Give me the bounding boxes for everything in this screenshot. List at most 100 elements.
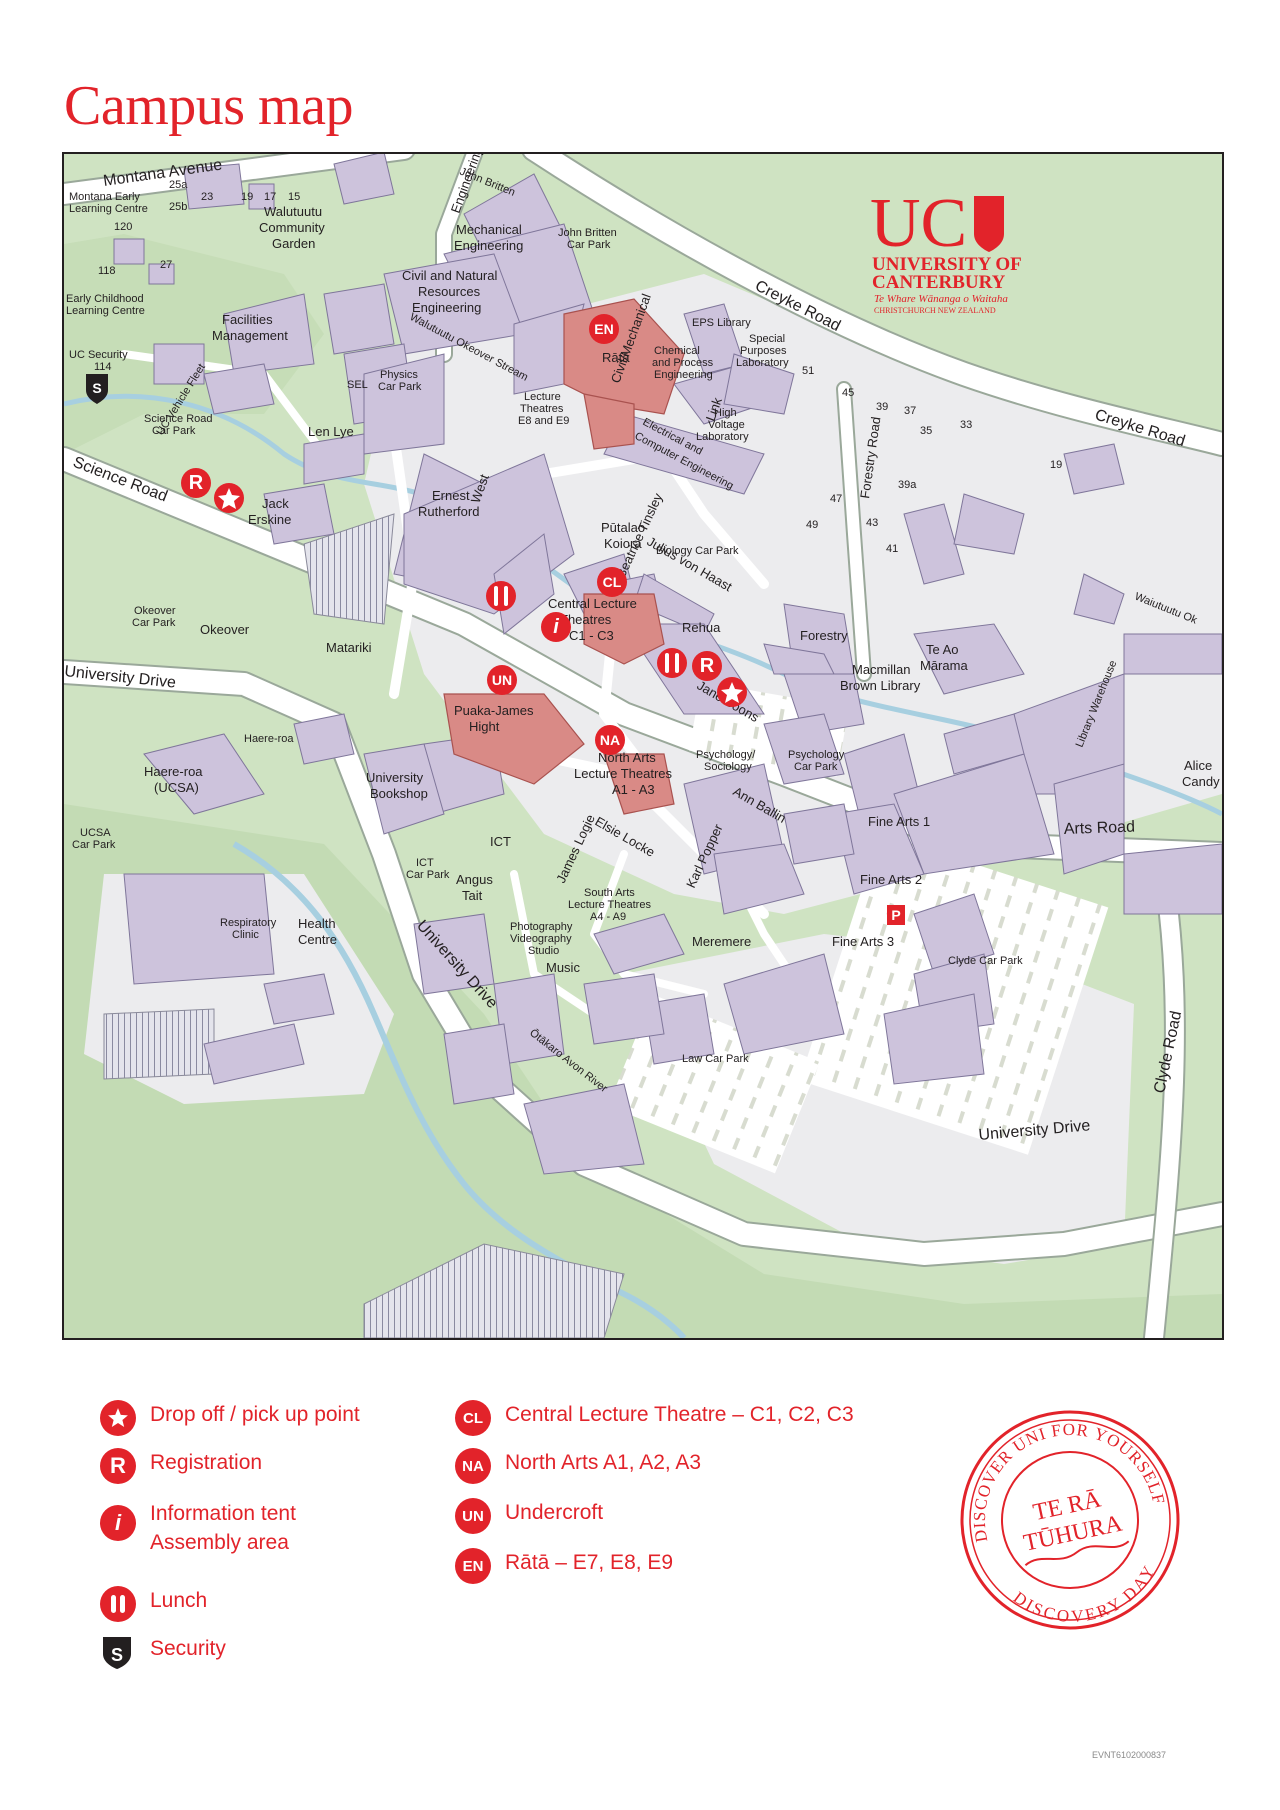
svg-text:NA: NA — [600, 732, 620, 748]
page-title: Campus map — [64, 75, 353, 137]
svg-text:Respiratory: Respiratory — [220, 917, 277, 929]
svg-text:Lecture Theatres: Lecture Theatres — [574, 766, 673, 781]
svg-text:Learning Centre: Learning Centre — [66, 305, 145, 317]
marker-cl[interactable]: CL — [597, 567, 627, 597]
registration-marker[interactable]: R — [692, 651, 722, 681]
svg-text:DISCOVERY DAY: DISCOVERY DAY — [1007, 1559, 1167, 1635]
svg-text:Erskine: Erskine — [248, 512, 291, 527]
svg-text:Lecture Theatres: Lecture Theatres — [568, 899, 651, 911]
marker-un[interactable]: UN — [487, 665, 517, 695]
legend-item: Drop off / pick up point — [100, 1400, 360, 1436]
legend-item: S Security — [100, 1634, 226, 1670]
marker-en[interactable]: EN — [589, 314, 619, 344]
campus-map[interactable]: Montana Avenue Creyke Road Creyke Road S… — [62, 152, 1224, 1340]
svg-text:35: 35 — [920, 425, 932, 437]
svg-text:Resources: Resources — [418, 284, 481, 299]
svg-text:15: 15 — [288, 191, 300, 203]
info-icon[interactable]: i — [541, 612, 571, 642]
security-shield-icon: S — [100, 1634, 136, 1670]
svg-text:Chemical: Chemical — [654, 345, 700, 357]
registration-marker[interactable]: R — [181, 468, 211, 498]
map-legend: Drop off / pick up point R Registration … — [100, 1400, 1000, 1720]
svg-text:Car Park: Car Park — [567, 239, 611, 251]
legend-item: R Registration — [100, 1448, 262, 1484]
star-icon — [100, 1400, 136, 1436]
svg-text:Music: Music — [546, 960, 580, 975]
svg-text:Car Park: Car Park — [406, 869, 450, 881]
legend-label: Registration — [150, 1451, 263, 1474]
svg-text:Centre: Centre — [298, 932, 337, 947]
svg-text:(UCSA): (UCSA) — [154, 780, 199, 795]
svg-text:R: R — [700, 655, 715, 677]
svg-text:Car Park: Car Park — [152, 425, 196, 437]
svg-text:Law Car Park: Law Car Park — [682, 1053, 749, 1065]
svg-text:Tait: Tait — [462, 888, 483, 903]
svg-text:Health: Health — [298, 916, 336, 931]
svg-text:23: 23 — [201, 191, 213, 203]
security-shield-icon[interactable]: S — [86, 374, 108, 404]
svg-text:Rātā: Rātā — [602, 350, 630, 365]
svg-text:R: R — [189, 472, 204, 494]
svg-text:25a: 25a — [169, 179, 188, 191]
svg-text:Koiora: Koiora — [604, 536, 642, 551]
svg-text:UCSA: UCSA — [80, 827, 111, 839]
svg-text:Okeover: Okeover — [134, 605, 176, 617]
svg-text:South Arts: South Arts — [584, 887, 635, 899]
svg-text:Pūtalao: Pūtalao — [601, 520, 645, 535]
drop-off-star-icon[interactable] — [717, 677, 747, 707]
svg-text:Macmillan: Macmillan — [852, 662, 911, 677]
svg-text:Fine Arts 2: Fine Arts 2 — [860, 872, 922, 887]
crest-icon — [974, 196, 1004, 252]
svg-text:Engineering: Engineering — [454, 238, 523, 253]
svg-text:Car Park: Car Park — [378, 381, 422, 393]
na-icon: NA — [455, 1448, 491, 1484]
lunch-icon — [100, 1586, 136, 1622]
puaka-james-hight[interactable] — [443, 693, 585, 785]
svg-text:19: 19 — [1050, 459, 1062, 471]
svg-text:Biology Car Park: Biology Car Park — [656, 545, 739, 557]
svg-text:CANTERBURY: CANTERBURY — [872, 272, 1006, 293]
svg-text:P: P — [891, 907, 900, 923]
svg-text:33: 33 — [960, 419, 972, 431]
svg-text:Okeover: Okeover — [200, 622, 250, 637]
svg-text:High: High — [714, 407, 737, 419]
svg-text:39a: 39a — [898, 479, 917, 491]
svg-text:Psychology: Psychology — [788, 749, 845, 761]
legend-label: Lunch — [150, 1589, 208, 1612]
svg-text:Bookshop: Bookshop — [370, 786, 428, 801]
north-arts-lecture-theatres[interactable] — [603, 753, 675, 815]
svg-text:Clyde Car Park: Clyde Car Park — [948, 955, 1023, 967]
legend-label: Central Lecture Theatre – C1, C2, C3 — [505, 1403, 854, 1426]
svg-text:Voltage: Voltage — [708, 419, 745, 431]
svg-text:43: 43 — [866, 517, 878, 529]
svg-text:Montana Early: Montana Early — [69, 191, 140, 203]
green-area — [64, 804, 1222, 1338]
svg-text:CHRISTCHURCH NEW ZEALAND: CHRISTCHURCH NEW ZEALAND — [874, 306, 996, 315]
svg-text:Car Park: Car Park — [72, 839, 116, 851]
avon-river — [232, 841, 687, 1338]
svg-text:17: 17 — [264, 191, 276, 203]
legend-label: Information tent Assembly area — [150, 1502, 296, 1554]
svg-text:41: 41 — [886, 543, 898, 555]
legend-item: UN Undercroft — [455, 1498, 603, 1534]
svg-text:ICT: ICT — [416, 857, 434, 869]
lunch-icon[interactable] — [486, 581, 516, 611]
marker-na[interactable]: NA — [595, 725, 625, 755]
discovery-day-stamp: DISCOVER UNI FOR YOURSELF DISCOVERY DAY … — [951, 1401, 1185, 1640]
svg-text:27: 27 — [160, 259, 172, 271]
svg-text:Forestry: Forestry — [800, 628, 848, 643]
svg-text:Community: Community — [259, 220, 325, 235]
svg-text:Photography: Photography — [510, 921, 573, 933]
svg-text:Physics: Physics — [380, 369, 418, 381]
drop-off-star-icon[interactable] — [214, 483, 244, 513]
svg-text:Theatres: Theatres — [560, 612, 612, 627]
svg-text:and Process: and Process — [652, 357, 714, 369]
lunch-icon[interactable] — [657, 648, 687, 678]
legend-item: CL Central Lecture Theatre – C1, C2, C3 — [455, 1400, 854, 1436]
svg-text:Psychology/: Psychology/ — [696, 749, 756, 761]
lecture-theatres-e8-e9[interactable] — [583, 393, 635, 450]
central-lecture-theatres[interactable] — [583, 593, 665, 665]
svg-text:Rutherford: Rutherford — [418, 504, 479, 519]
svg-text:Puaka-James: Puaka-James — [454, 703, 534, 718]
svg-text:UC Security: UC Security — [69, 349, 128, 361]
